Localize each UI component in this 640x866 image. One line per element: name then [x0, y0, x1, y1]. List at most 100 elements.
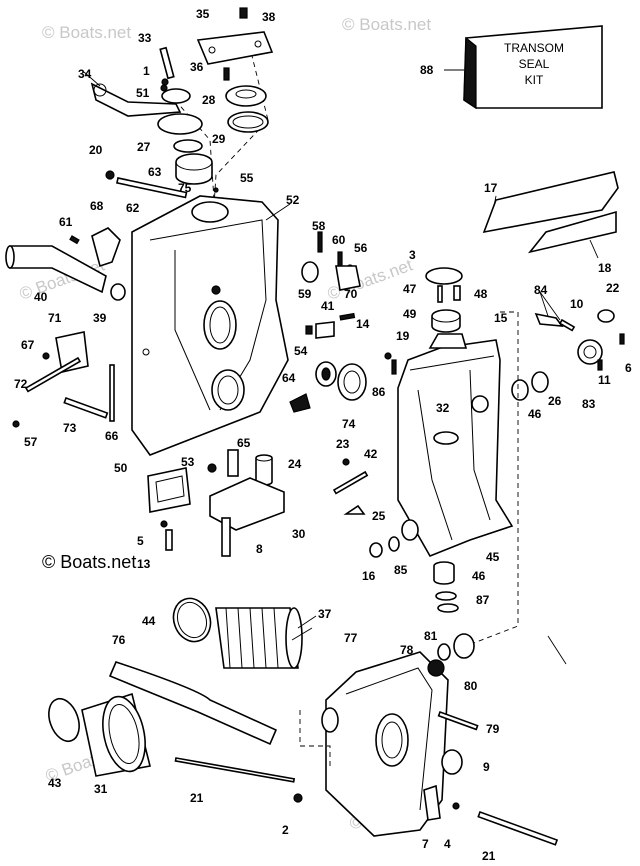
callout-18: 18 — [598, 261, 612, 275]
callout-5: 5 — [137, 534, 144, 548]
callout-48: 48 — [474, 287, 488, 301]
callout-29: 29 — [212, 132, 226, 146]
callout-55: 55 — [240, 171, 254, 185]
callout-24: 24 — [288, 457, 302, 471]
callout-15: 15 — [494, 311, 508, 325]
callout-7: 7 — [422, 837, 429, 851]
callout-4: 4 — [444, 837, 451, 851]
callout-60: 60 — [332, 233, 346, 247]
callout-46a: 46 — [528, 407, 542, 421]
callout-84: 84 — [534, 283, 548, 297]
callout-79: 79 — [486, 722, 500, 736]
callout-20: 20 — [89, 143, 103, 157]
mount-bracket — [209, 477, 285, 531]
callout-16: 16 — [362, 569, 376, 583]
callout-38: 38 — [262, 10, 276, 24]
callout-77: 77 — [344, 631, 358, 645]
callout-62: 62 — [126, 201, 140, 215]
callout-67: 67 — [21, 338, 35, 352]
callout-8: 8 — [256, 542, 263, 556]
callout-44: 44 — [142, 614, 156, 628]
callout-32: 32 — [436, 401, 450, 415]
callout-49: 49 — [403, 307, 417, 321]
callout-21a: 21 — [190, 791, 204, 805]
callout-56: 56 — [354, 241, 368, 255]
callout-78: 78 — [400, 643, 414, 657]
watermark-1: © Boats.net — [42, 23, 131, 42]
bellows-exhaust-group — [48, 597, 559, 846]
kit-label-line-3: KIT — [525, 73, 544, 87]
plate-18 — [527, 210, 617, 254]
callout-39: 39 — [93, 311, 107, 325]
leader-lines — [83, 69, 599, 665]
callout-86: 86 — [372, 385, 386, 399]
callout-64: 64 — [282, 371, 296, 385]
callout-70: 70 — [344, 287, 358, 301]
cover-plate — [196, 31, 274, 65]
callout-36: 36 — [190, 60, 204, 74]
callout-59: 59 — [298, 287, 312, 301]
callout-11: 11 — [598, 373, 611, 387]
callout-37: 37 — [318, 607, 332, 621]
callout-6: 6 — [625, 361, 632, 375]
callout-25: 25 — [372, 509, 386, 523]
callout-23: 23 — [336, 437, 350, 451]
callout-30: 30 — [292, 527, 306, 541]
callout-40: 40 — [34, 290, 48, 304]
callout-68: 68 — [90, 199, 104, 213]
callout-43: 43 — [48, 776, 62, 790]
callout-46b: 46 — [472, 569, 486, 583]
callout-28: 28 — [202, 93, 216, 107]
callout-81: 81 — [424, 629, 438, 643]
callout-50: 50 — [114, 461, 128, 475]
callout-71: 71 — [48, 311, 62, 325]
callout-72: 72 — [14, 377, 28, 391]
callout-41: 41 — [321, 299, 335, 313]
callout-73: 73 — [63, 421, 77, 435]
callout-19: 19 — [396, 329, 410, 343]
callout-52: 52 — [286, 193, 300, 207]
callout-45: 45 — [486, 550, 500, 564]
callout-34: 34 — [78, 67, 92, 81]
callout-83: 83 — [582, 397, 596, 411]
kit-label-line-1: TRANSOM — [504, 41, 564, 55]
callout-66: 66 — [105, 429, 119, 443]
callout-63: 63 — [148, 165, 162, 179]
callout-17: 17 — [484, 181, 498, 195]
callout-26: 26 — [548, 394, 562, 408]
gimbal-housing-group — [5, 7, 367, 456]
callout-58: 58 — [312, 219, 326, 233]
callout-75: 75 — [178, 181, 192, 195]
callout-87: 87 — [476, 593, 490, 607]
callout-54: 54 — [294, 344, 308, 358]
callout-3: 3 — [409, 248, 416, 262]
callout-9: 9 — [483, 760, 490, 774]
bracket-50 — [147, 467, 191, 513]
callout-31: 31 — [94, 782, 108, 796]
callout-1: 1 — [143, 64, 150, 78]
callout-51: 51 — [136, 86, 150, 100]
callout-85: 85 — [394, 563, 408, 577]
bell-housing-group: TRANSOM SEAL KIT — [332, 25, 625, 647]
bell-housing — [397, 339, 514, 558]
callout-65: 65 — [237, 436, 251, 450]
water-elbow — [91, 227, 121, 268]
callout-22: 22 — [606, 281, 620, 295]
watermark-main: © Boats.net — [42, 552, 136, 572]
callout-88: 88 — [420, 63, 434, 77]
watermark-2: © Boats.net — [342, 15, 431, 34]
callout-53: 53 — [181, 455, 195, 469]
callout-33: 33 — [138, 31, 152, 45]
callout-76: 76 — [112, 633, 126, 647]
callout-80: 80 — [464, 679, 478, 693]
callout-13: 13 — [137, 557, 151, 571]
callout-57: 57 — [24, 435, 38, 449]
exhaust-hose — [108, 661, 278, 746]
lower-mount-group — [147, 449, 285, 557]
callout-10: 10 — [570, 297, 584, 311]
callout-42: 42 — [364, 447, 378, 461]
callout-61: 61 — [59, 215, 73, 229]
kit-label-line-2: SEAL — [519, 57, 550, 71]
